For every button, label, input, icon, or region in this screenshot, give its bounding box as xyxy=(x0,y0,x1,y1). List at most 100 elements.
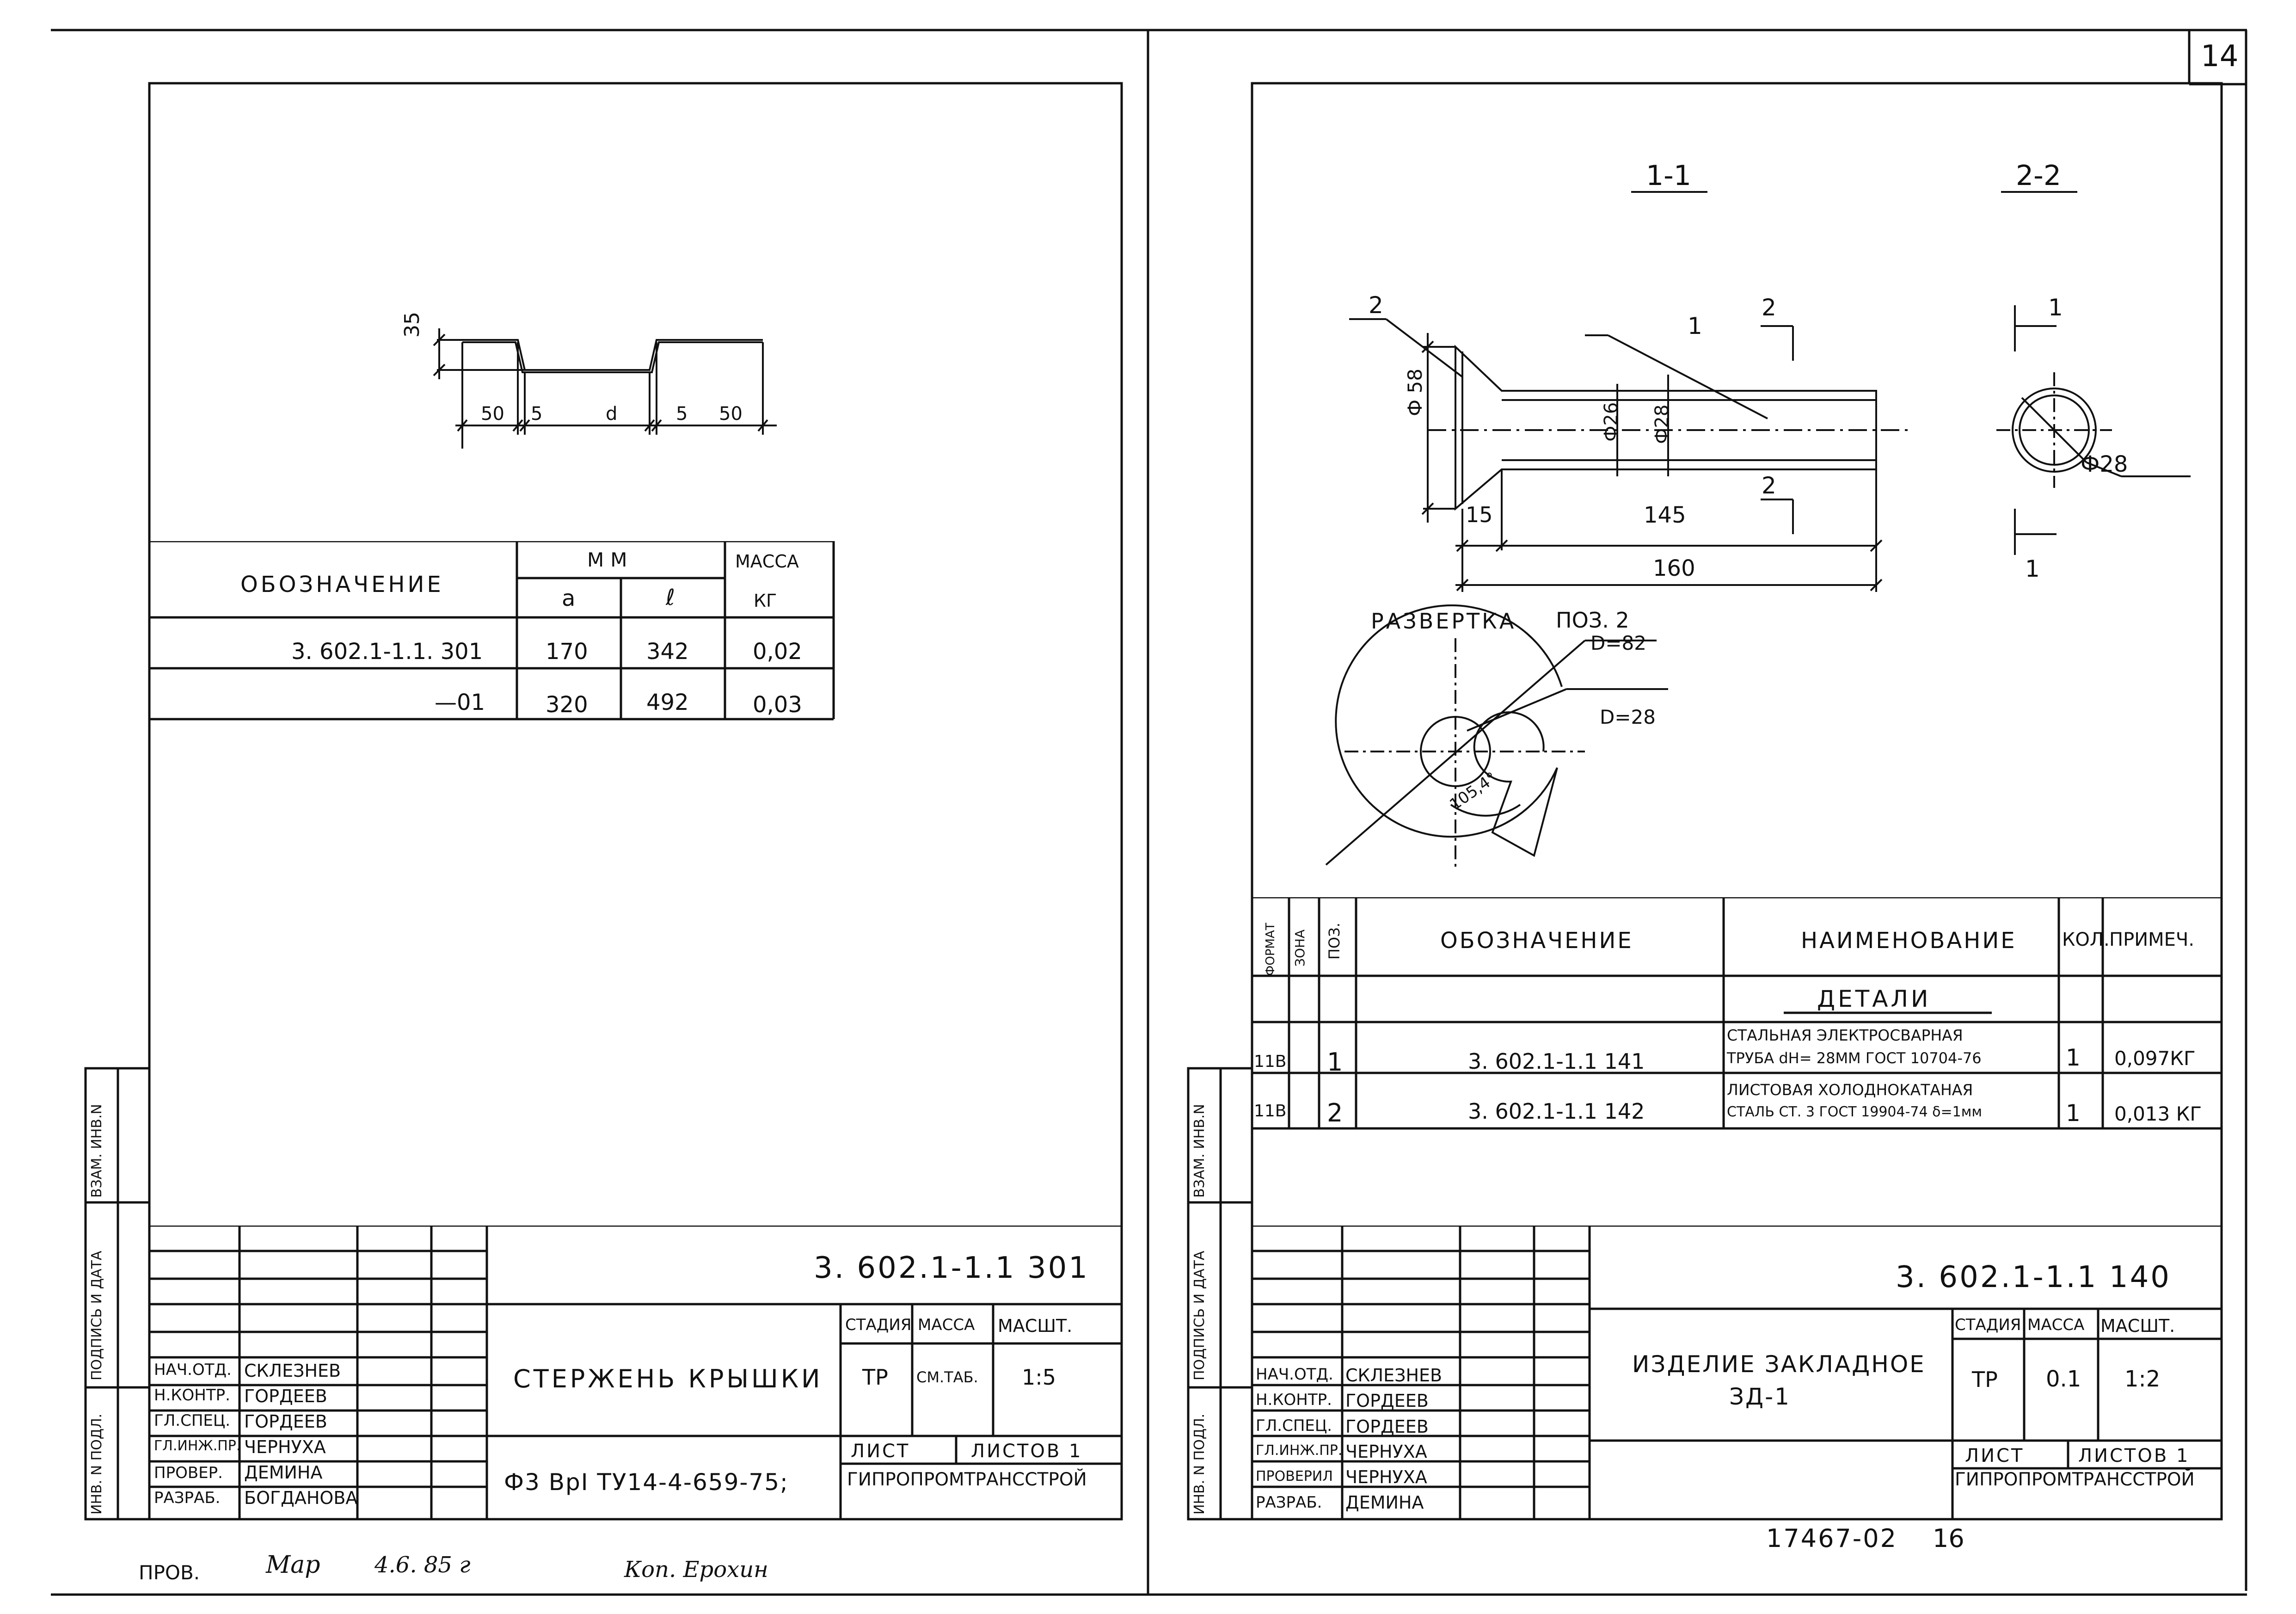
spec-row-2-designation: 3. 602.1-1.1 142 xyxy=(1468,1099,1645,1124)
right-name-5: ЧЕРНУХА xyxy=(1345,1467,1427,1487)
dim-l15: 15 xyxy=(1466,502,1493,527)
label-cut-1-bottom: 1 xyxy=(2025,555,2040,582)
side-label-sign-date: ПОДПИСЬ И ДАТА xyxy=(89,1251,105,1380)
side-label-inv-orig-right: ИНВ. N ПОДЛ. xyxy=(1191,1413,1208,1515)
spec-table-grid xyxy=(1252,897,2222,1130)
archive-code: 17467-02 xyxy=(1766,1524,1897,1553)
dim-l160: 160 xyxy=(1653,555,1695,581)
label-pos-1: 1 xyxy=(1688,313,1702,339)
right-name-6: ДЕМИНА xyxy=(1345,1492,1424,1513)
dim-D82: D=82 xyxy=(1590,632,1646,654)
left-title-block-grid xyxy=(149,1226,1122,1519)
right-role-4: ГЛ.ИНЖ.ПР. xyxy=(1256,1442,1343,1459)
spec-row-2-format: 11В xyxy=(1254,1102,1287,1121)
dim-l145: 145 xyxy=(1644,502,1686,528)
right-title-block-grid xyxy=(1252,1226,2222,1519)
spec-row-1-note: 0,097КГ xyxy=(2114,1047,2196,1070)
left-name-2: ГОРДЕЕВ xyxy=(244,1386,327,1406)
right-mass-header: МАССА xyxy=(2027,1316,2085,1334)
side-label-sign-date-right: ПОДПИСЬ И ДАТА xyxy=(1191,1251,1208,1380)
left-mass-header: МАССА xyxy=(918,1316,975,1334)
spec-row-2-name-line1: ЛИСТОВАЯ ХОЛОДНОКАТАНАЯ xyxy=(1727,1081,1973,1099)
right-role-5: ПРОВЕРИЛ xyxy=(1256,1468,1333,1485)
left-name-5: ДЕМИНА xyxy=(244,1462,323,1483)
right-item-name-line1: ИЗДЕЛИЕ ЗАКЛАДНОЕ xyxy=(1632,1351,1926,1378)
unfold-title: РАЗВЕРТКА xyxy=(1371,609,1516,634)
right-role-2: Н.КОНТР. xyxy=(1256,1391,1332,1409)
left-name-4: ЧЕРНУХА xyxy=(244,1437,326,1457)
right-organization: ГИПРОПРОМТРАНССТРОЙ xyxy=(1955,1469,2195,1490)
left-item-name: СТЕРЖЕНЬ КРЫШКИ xyxy=(513,1364,823,1393)
spec-row-1-pos: 1 xyxy=(1327,1047,1343,1077)
spec-header-pos: ПОЗ. xyxy=(1326,923,1343,960)
left-organization: ГИПРОПРОМТРАНССТРОЙ xyxy=(847,1469,1087,1490)
left-sheet-label: ЛИСТ xyxy=(851,1441,910,1462)
spec-row-1-format: 11В xyxy=(1254,1052,1287,1071)
left-stage-header: СТАДИЯ xyxy=(845,1316,912,1334)
mass-row-2-a: 320 xyxy=(546,692,588,718)
spec-row-1-designation: 3. 602.1-1.1 141 xyxy=(1468,1049,1645,1074)
spec-row-2-pos: 2 xyxy=(1327,1098,1343,1127)
left-mass-value: СМ.ТАБ. xyxy=(916,1368,978,1386)
left-role-3: ГЛ.СПЕЦ. xyxy=(154,1411,231,1430)
spec-row-2-name-line2: СТАЛЬ СТ. 3 ГОСТ 19904-74 δ=1мм xyxy=(1727,1104,1982,1120)
left-role-5: ПРОВЕР. xyxy=(154,1464,223,1482)
mass-table-col-mm: ММ xyxy=(587,548,634,571)
left-stage-value: ТР xyxy=(862,1365,888,1390)
right-sheets-label: ЛИСТОВ 1 xyxy=(2078,1445,2190,1466)
mass-row-1-l: 342 xyxy=(646,639,689,665)
archive-page: 16 xyxy=(1933,1524,1964,1553)
right-scale-value: 1:2 xyxy=(2124,1366,2161,1392)
section-1-1-title: 1-1 xyxy=(1646,160,1691,192)
dim-w4: 50 xyxy=(719,403,743,425)
dim-mid: d xyxy=(606,403,618,425)
dim-d28: Ф28 xyxy=(1651,404,1673,444)
dim-d58: Ф 58 xyxy=(1404,369,1426,416)
mass-row-1-designation: 3. 602.1-1.1. 301 xyxy=(291,639,483,665)
spec-row-1-name-line1: СТАЛЬНАЯ ЭЛЕКТРОСВАРНАЯ xyxy=(1727,1026,1963,1044)
unfold-position: ПОЗ. 2 xyxy=(1556,608,1629,633)
mass-table-grid xyxy=(149,541,835,721)
mass-table-col-kg: КГ xyxy=(754,591,777,611)
left-sheets-label: ЛИСТОВ 1 xyxy=(971,1441,1083,1462)
label-pos-2: 2 xyxy=(1369,292,1383,319)
spec-section-title: ДЕТАЛИ xyxy=(1817,986,1931,1012)
footer-signature: Мар xyxy=(266,1551,320,1579)
dim-D28: D=28 xyxy=(1600,706,1656,728)
spec-header-name: НАИМЕНОВАНИЕ xyxy=(1801,928,2017,954)
mass-table-col-a: a xyxy=(562,585,576,611)
left-scale-header: МАСШТ. xyxy=(998,1316,1073,1336)
mass-table-col-designation: ОБОЗНАЧЕНИЕ xyxy=(240,572,444,598)
dim-d26: Ф26 xyxy=(1601,402,1622,442)
right-stage-header: СТАДИЯ xyxy=(1955,1316,2021,1334)
rod-profile-drawing xyxy=(433,328,777,449)
footer-prov-label: ПРОВ. xyxy=(139,1561,200,1584)
mass-row-1-a: 170 xyxy=(546,639,588,665)
left-role-2: Н.КОНТР. xyxy=(154,1386,230,1405)
left-role-6: РАЗРАБ. xyxy=(154,1489,221,1507)
left-role-1: НАЧ.ОТД. xyxy=(154,1361,232,1379)
mass-table-col-mass: МАССА xyxy=(735,551,799,572)
side-label-inv-ref-right: ВЗАМ. ИНВ.N xyxy=(1191,1104,1208,1198)
left-name-6: БОГДАНОВА xyxy=(244,1488,358,1508)
mass-row-2-l: 492 xyxy=(646,690,689,715)
left-doc-code: 3. 602.1-1.1 301 xyxy=(814,1251,1089,1285)
left-name-3: ГОРДЕЕВ xyxy=(244,1411,327,1432)
label-cut-1-top: 1 xyxy=(2048,294,2063,321)
dim-w3: 5 xyxy=(676,403,688,425)
embedded-part-drawing xyxy=(1325,191,2191,869)
right-scale-header: МАСШТ. xyxy=(2100,1316,2175,1336)
right-item-name-line2: ЗД-1 xyxy=(1729,1383,1791,1410)
left-name-1: СКЛЕЗНЕВ xyxy=(244,1361,341,1381)
mass-row-1-mass: 0,02 xyxy=(753,639,802,665)
left-scale-value: 1:5 xyxy=(1022,1365,1056,1390)
right-name-1: СКЛЕЗНЕВ xyxy=(1345,1365,1443,1386)
footer-copied-by: Коп. Ерохин xyxy=(624,1557,768,1583)
right-name-3: ГОРДЕЕВ xyxy=(1345,1417,1429,1437)
section-2-2-title: 2-2 xyxy=(2016,160,2061,192)
right-role-3: ГЛ.СПЕЦ. xyxy=(1256,1417,1332,1435)
spec-header-designation: ОБОЗНАЧЕНИЕ xyxy=(1440,928,1633,954)
label-cut-2-bottom: 2 xyxy=(1762,472,1776,499)
left-material: Ф3 ВрI ТУ14-4-659-75; xyxy=(504,1469,789,1496)
